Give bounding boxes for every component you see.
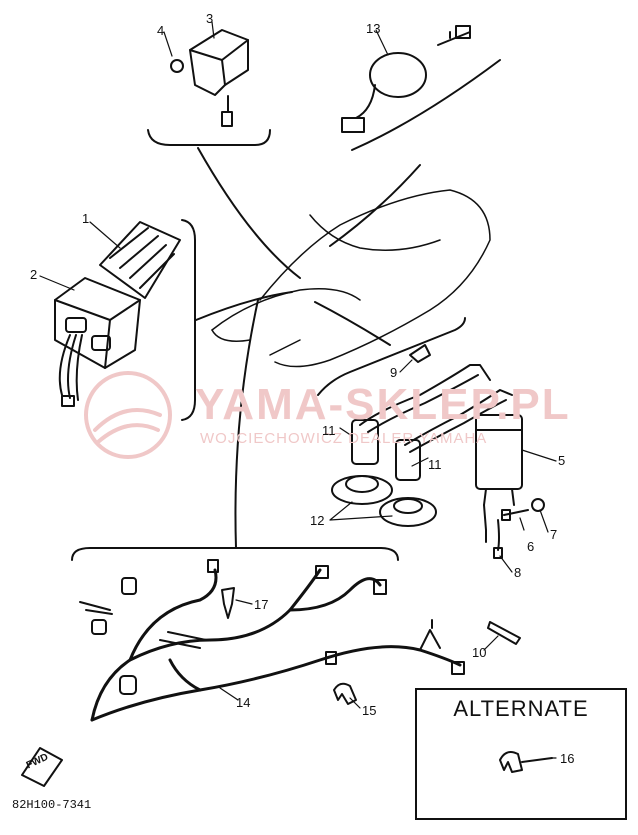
cdi-cover xyxy=(99,221,181,299)
clip-17 xyxy=(221,587,235,619)
leader-top-right xyxy=(329,164,421,247)
callout-13: 13 xyxy=(366,21,381,36)
leader-ignition xyxy=(314,301,391,346)
callout-11a: 11 xyxy=(322,423,336,438)
leader-cdi xyxy=(195,291,293,321)
frame-outline xyxy=(211,189,491,368)
callout-7: 7 xyxy=(550,527,558,542)
alternate-title: ALTERNATE xyxy=(453,696,589,721)
wire-harness xyxy=(90,568,462,722)
callout-8: 8 xyxy=(514,565,522,580)
bolt-6 xyxy=(501,509,529,521)
bracket-cdi xyxy=(181,219,196,421)
callout-10: 10 xyxy=(472,645,487,660)
callout-4: 4 xyxy=(157,23,165,38)
callout-16: 16 xyxy=(560,751,575,766)
main-switch xyxy=(341,25,471,133)
band-10 xyxy=(487,621,521,645)
callout-1: 1 xyxy=(82,211,90,226)
callout-15: 15 xyxy=(362,703,377,718)
leader-top-left xyxy=(197,147,301,279)
lead-8 xyxy=(493,519,503,559)
callout-12: 12 xyxy=(310,513,325,528)
callout-17: 17 xyxy=(254,597,269,612)
callout-14: 14 xyxy=(236,695,251,710)
ignition-coil xyxy=(475,414,523,543)
regulator-rectifier xyxy=(189,29,249,127)
part-code: 82H100-7341 xyxy=(12,798,92,812)
harness-connectors xyxy=(79,559,465,695)
bracket-main-switch xyxy=(351,59,501,151)
clamp-15 xyxy=(333,682,357,705)
cdi-unit xyxy=(54,277,141,407)
leader-harness xyxy=(234,299,259,549)
callout-11b: 11 xyxy=(428,457,442,472)
washer-7 xyxy=(531,498,545,512)
clamp-16 xyxy=(499,751,553,773)
bracket-regulator xyxy=(147,129,271,146)
plug-leads xyxy=(351,364,513,481)
nut-4 xyxy=(170,59,184,73)
bracket-ignition xyxy=(317,317,466,396)
fwd-arrow xyxy=(21,747,63,787)
callout-3: 3 xyxy=(206,11,214,26)
callout-leaders xyxy=(39,21,557,759)
watermark-subtext: WOJCIECHOWICZ DEALER YAMAHA xyxy=(200,430,488,447)
watermark-text: YAMA-SKLEP.PL xyxy=(195,380,571,429)
spark-plug-boots xyxy=(331,475,437,527)
watermark-logo xyxy=(84,371,172,459)
callout-2: 2 xyxy=(30,267,38,282)
bracket-harness xyxy=(71,547,399,561)
alternate-box: ALTERNATE xyxy=(415,688,627,820)
callout-5: 5 xyxy=(558,453,566,468)
callout-6: 6 xyxy=(527,539,535,554)
clamp-9 xyxy=(409,344,431,363)
callout-9: 9 xyxy=(390,365,398,380)
